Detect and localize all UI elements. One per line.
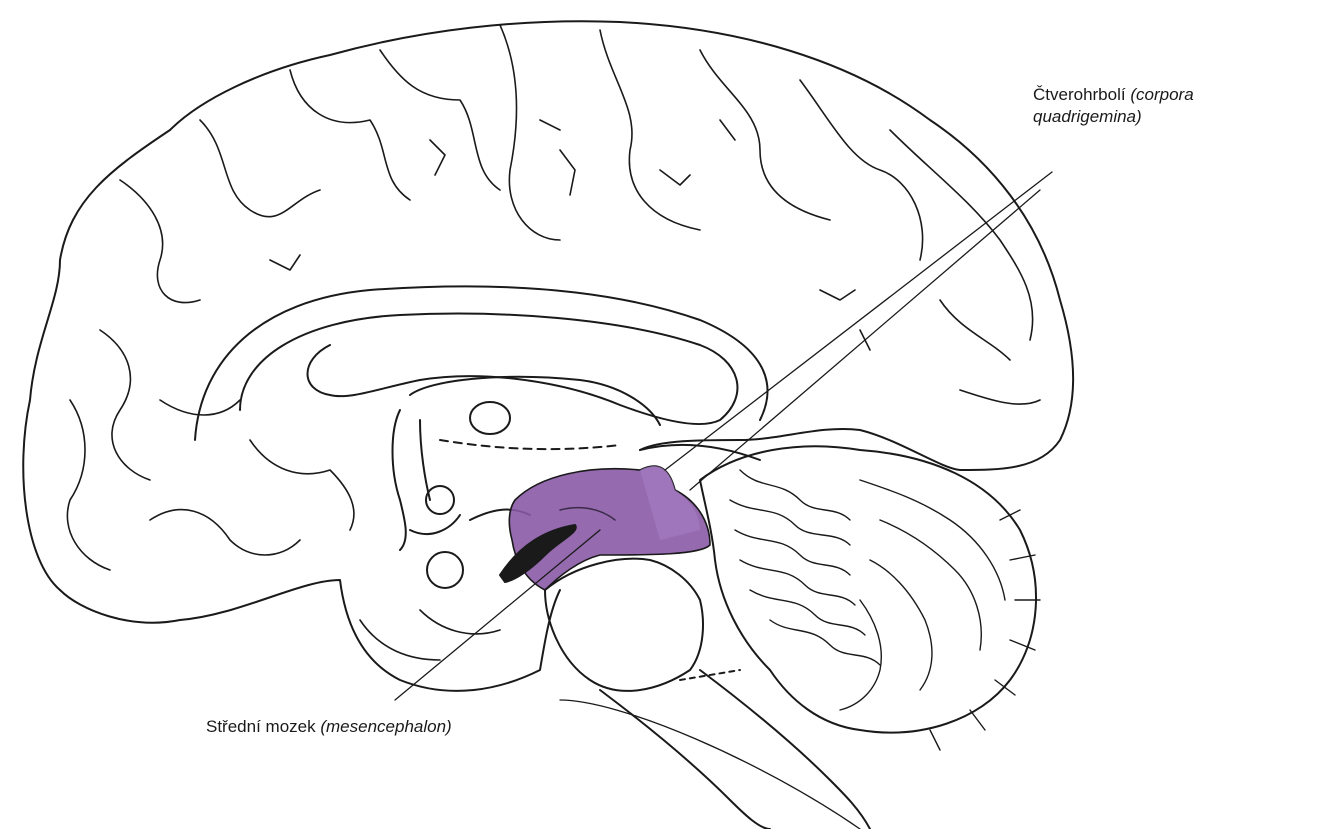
label-corpora-quadrigemina-name: Čtverohrbolí — [1033, 85, 1126, 104]
pons — [545, 559, 703, 691]
fornix — [410, 377, 660, 425]
medulla-oblongata — [600, 670, 870, 829]
cerebellar-folia — [730, 470, 1040, 750]
label-corpora-quadrigemina-line1: Čtverohrbolí (corpora — [1033, 84, 1194, 106]
leader-lines — [395, 172, 1052, 829]
label-mesencephalon: Střední mozek (mesencephalon) — [206, 716, 452, 738]
label-mesencephalon-latin: (mesencephalon) — [320, 717, 451, 736]
label-corpora-quadrigemina: Čtverohrbolí (corpora quadrigemina) — [1033, 84, 1194, 128]
interthalamic-adhesion — [470, 402, 510, 434]
label-corpora-quadrigemina-latin-2: quadrigemina) — [1033, 106, 1194, 128]
cingulate-gyrus — [195, 286, 768, 440]
temporal-lobe-outline — [60, 580, 560, 691]
leader-corpora-quadrigemina-1 — [665, 172, 1052, 470]
leader-corpora-quadrigemina-2 — [690, 190, 1040, 490]
cerebellum-outline — [700, 446, 1036, 732]
corpus-callosum — [240, 314, 737, 424]
label-mesencephalon-name: Střední mozek — [206, 717, 316, 736]
label-corpora-quadrigemina-latin-1: (corpora — [1130, 85, 1193, 104]
